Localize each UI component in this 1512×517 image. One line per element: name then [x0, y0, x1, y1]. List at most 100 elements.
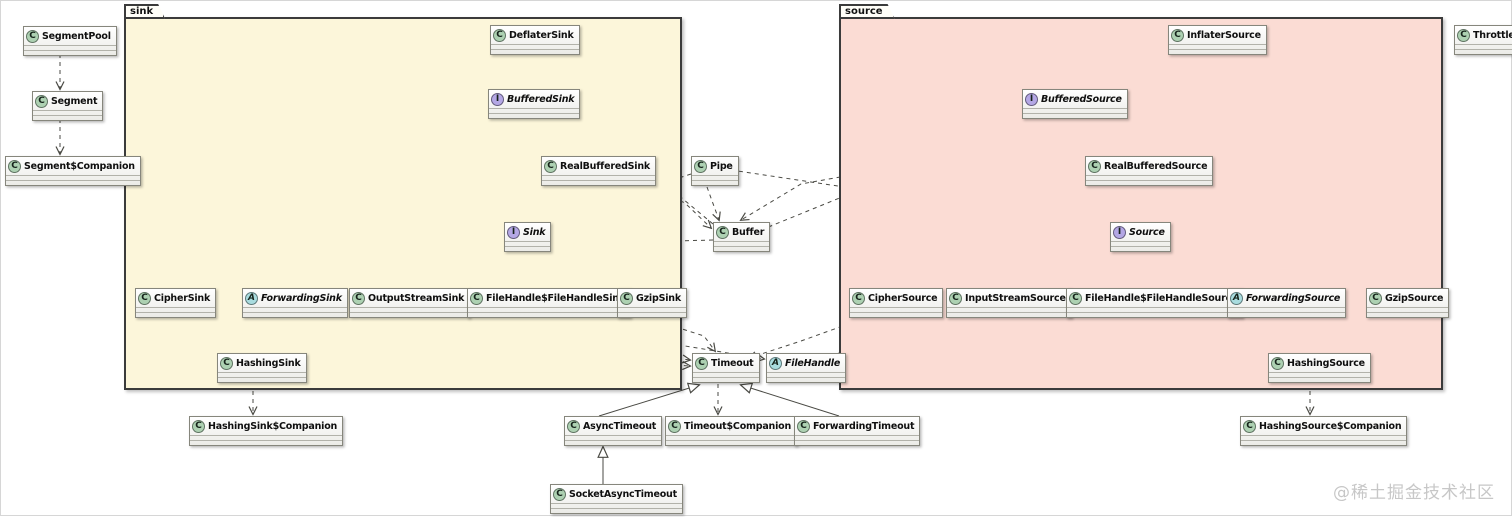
node-buffered-sink-label: BufferedSink — [507, 93, 575, 105]
node-segment-pool-label: SegmentPool — [42, 30, 111, 42]
class-icon: C — [1171, 28, 1184, 42]
node-sink-label: Sink — [523, 226, 546, 238]
node-hashing-sink-companion-label: HashingSink$Companion — [208, 420, 338, 432]
node-forwarding-source-label: ForwardingSource — [1246, 292, 1341, 304]
fields-compartment — [666, 435, 797, 440]
node-throttler-title: CThrottler — [1455, 26, 1512, 44]
node-throttler[interactable]: CThrottler — [1454, 25, 1512, 55]
class-icon: C — [493, 28, 506, 42]
edge-pipe-to-buffer — [706, 186, 719, 220]
package-sink-tab: sink — [124, 4, 165, 19]
fields-compartment — [350, 307, 470, 312]
methods-compartment — [565, 440, 662, 445]
class-icon: C — [192, 419, 205, 433]
class-icon: C — [695, 356, 708, 370]
fields-compartment — [468, 307, 630, 312]
node-forwarding-timeout-label: ForwardingTimeout — [813, 420, 915, 432]
node-segment-companion-label: Segment$Companion — [24, 160, 135, 172]
fields-compartment — [1086, 175, 1213, 180]
methods-compartment — [136, 312, 216, 317]
methods-compartment — [1086, 180, 1213, 185]
class-icon: C — [797, 419, 810, 433]
fields-compartment — [947, 307, 1071, 312]
class-icon: C — [852, 291, 865, 305]
fields-compartment — [1067, 307, 1243, 312]
methods-compartment — [1023, 113, 1127, 118]
node-forwarding-sink-label: ForwardingSink — [261, 292, 342, 304]
fields-compartment — [1169, 44, 1266, 49]
interface-icon: I — [507, 225, 520, 239]
class-icon: C — [544, 159, 557, 173]
class-icon: C — [1369, 291, 1382, 305]
methods-compartment — [489, 113, 580, 118]
methods-compartment — [243, 312, 347, 317]
methods-compartment — [33, 115, 103, 120]
fields-compartment — [692, 175, 738, 180]
methods-compartment — [714, 246, 770, 251]
methods-compartment — [24, 50, 116, 55]
class-icon: C — [26, 29, 39, 43]
node-buffered-source-label: BufferedSource — [1041, 93, 1122, 105]
class-icon: C — [716, 225, 729, 239]
methods-compartment — [1067, 312, 1243, 317]
node-input-stream-source-label: InputStreamSource — [965, 292, 1066, 304]
fields-compartment — [1023, 108, 1127, 113]
fields-compartment — [218, 372, 306, 377]
methods-compartment — [551, 508, 682, 513]
class-icon: C — [1457, 28, 1470, 42]
methods-compartment — [767, 377, 846, 382]
fields-compartment — [505, 241, 551, 246]
node-file-handle-label: FileHandle — [785, 357, 841, 369]
methods-compartment — [1241, 440, 1407, 445]
node-gzip-sink-label: GzipSink — [636, 292, 681, 304]
